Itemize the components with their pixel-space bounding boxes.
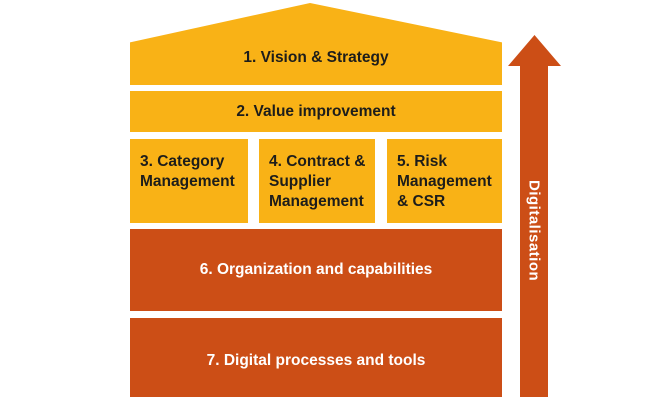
box-contract-supplier-management: 4. Contract & Supplier Management xyxy=(259,139,375,223)
bar-organization-capabilities: 6. Organization and capabilities xyxy=(130,229,502,311)
bar-digital-processes-tools-label: 7. Digital processes and tools xyxy=(206,351,426,369)
box-category-management: 3. Category Management xyxy=(130,139,248,223)
roof-vision-strategy: 1. Vision & Strategy xyxy=(130,3,502,85)
box-risk-management-csr: 5. Risk Management & CSR xyxy=(387,139,502,223)
bar-digital-processes-tools: 7. Digital processes and tools xyxy=(130,318,502,397)
roof-vision-strategy-label: 1. Vision & Strategy xyxy=(243,49,389,66)
bar-organization-capabilities-label: 6. Organization and capabilities xyxy=(199,261,433,278)
digitalisation-label: Digitalisation xyxy=(525,179,543,282)
up-arrow-head-icon xyxy=(508,35,561,66)
bar-value-improvement-label: 2. Value improvement xyxy=(236,102,396,120)
up-arrow-shaft: Digitalisation xyxy=(520,64,548,397)
bar-value-improvement: 2. Value improvement xyxy=(130,91,502,132)
